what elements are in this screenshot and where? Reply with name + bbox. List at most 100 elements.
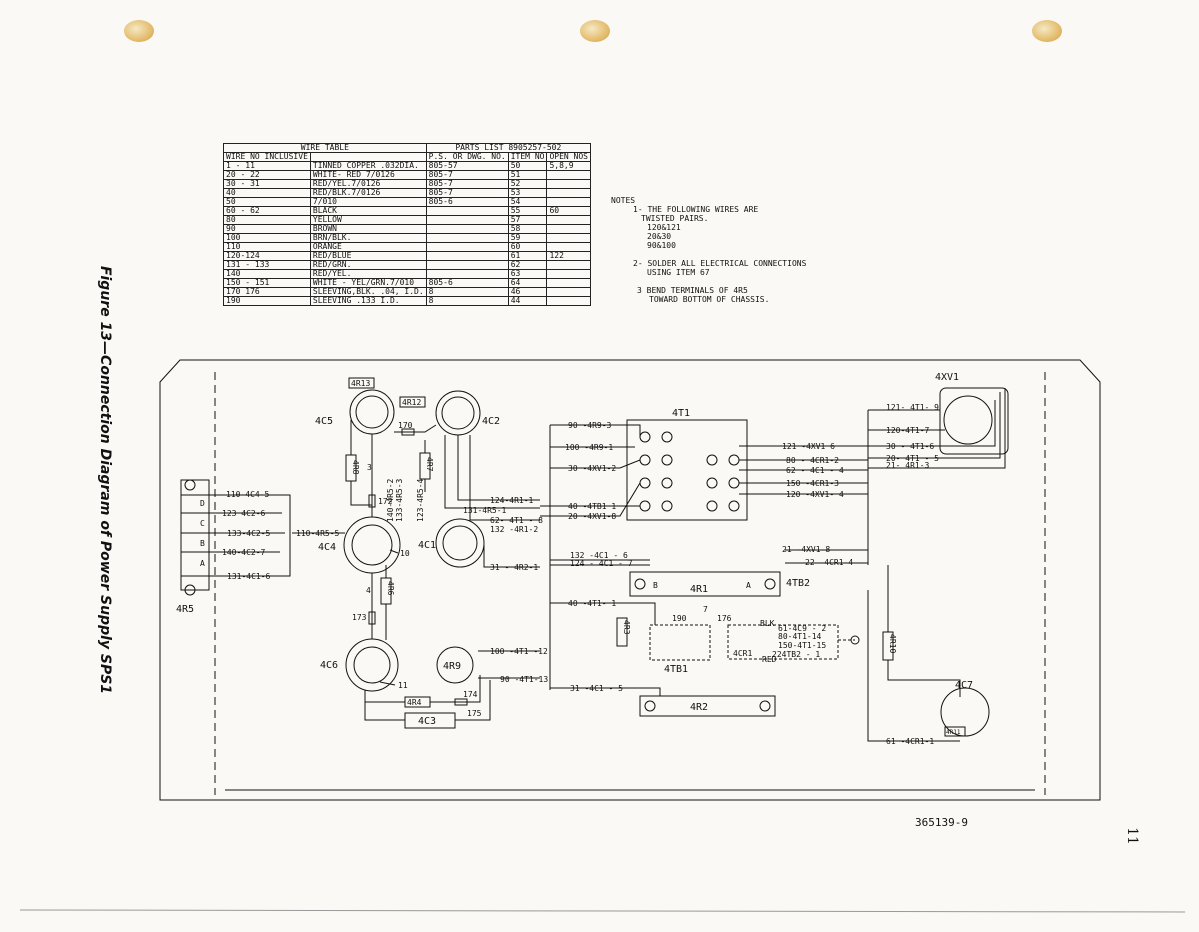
- wire-4R10: [887, 565, 961, 697]
- label-w5: 20 -4XV1-8: [568, 512, 616, 521]
- 4R2-mount-left: [644, 700, 656, 712]
- 4R5-term-B: B: [200, 539, 205, 548]
- label-w16: 110-4C4-5: [226, 490, 270, 499]
- 4R5-strip: [180, 479, 210, 591]
- note-1-pair: 20&30: [647, 232, 672, 241]
- 4R1-term-B: B: [653, 581, 658, 590]
- label-170: 170: [398, 421, 413, 430]
- wire-170: [394, 424, 437, 433]
- label-w39: 224TB2 - 1: [772, 650, 820, 659]
- 4CR1-label: 4CR1: [733, 649, 752, 658]
- label-w7: 80 - 4CR1-2: [786, 456, 839, 465]
- label-w13: 30 - 4T1-6: [886, 442, 934, 451]
- label-blk: BLK: [760, 619, 775, 628]
- 4R5-label: 4R5: [176, 604, 194, 615]
- 4R6-label: 4R6: [386, 581, 395, 596]
- label-w24: 62- 4T1 - 8: [490, 516, 543, 525]
- wire-90: [550, 424, 641, 437]
- notes-title: NOTES: [611, 196, 636, 205]
- label-w40: 140-4R5-2: [386, 478, 395, 522]
- 4R9-pot: [436, 646, 474, 684]
- bus-left: [270, 495, 291, 577]
- page-bottom-edge: [19, 909, 1186, 913]
- label-w18: 133-4C2-5: [227, 529, 271, 538]
- label-w28: 124 - 4C1 - 7: [570, 559, 633, 568]
- label-w19: 140-4C2-7: [222, 548, 266, 557]
- label-190: 190: [672, 614, 687, 623]
- label-w15: 21- 4R1-3: [886, 461, 930, 470]
- 4R5-term-C: C: [200, 519, 205, 528]
- label-w33: 90 -4T1-13: [500, 675, 548, 684]
- 4R3-label: 4R3: [622, 620, 631, 635]
- page-number: 11: [1122, 826, 1142, 846]
- label-175: 175: [467, 709, 482, 718]
- label-w26: 31 - 4R2-1: [490, 563, 538, 572]
- note-2b: USING ITEM 67: [647, 268, 710, 277]
- 4C7-label: 4C7: [955, 680, 973, 691]
- label-w29: 21 -4XV1-8: [782, 545, 830, 554]
- label-w1: 90 -4R9-3: [568, 421, 612, 430]
- note-1b: TWISTED PAIRS.: [641, 214, 709, 223]
- wire-31-4C1-5: [550, 687, 661, 696]
- label-w31: 40 -4T1- 1: [568, 599, 616, 608]
- 4C4-label: 4C4: [318, 542, 336, 553]
- 4R1-term-A: A: [746, 581, 751, 590]
- 4R2-label: 4R2: [690, 702, 708, 713]
- 4R7-label: 4R7: [425, 457, 434, 472]
- 4R12-label: 4R12: [402, 398, 421, 407]
- label-173: 173: [352, 613, 367, 622]
- page-number-text: 11: [1124, 827, 1140, 845]
- 4XV1-socket: [943, 395, 993, 445]
- label-174: 174: [463, 690, 478, 699]
- 4CR1-diode-bridge: [727, 624, 839, 660]
- label-w35: 61 -4CR1-1: [886, 737, 934, 746]
- 4C3-capacitor: [404, 712, 456, 729]
- wire-20: [540, 482, 641, 517]
- 4TB1-label: 4TB1: [664, 664, 688, 675]
- label-w3: 30 -4XV1-2: [568, 464, 616, 473]
- 4XV1-wires: [868, 388, 1006, 469]
- note-2: 2- SOLDER ALL ELECTRICAL CONNECTIONS: [633, 259, 807, 268]
- label-w11: 121- 4T1- 9: [886, 403, 939, 412]
- label-w4: 40 -4TB1 1: [568, 502, 616, 511]
- 4C1-label: 4C1: [418, 540, 436, 551]
- wire-bus-4C1: [444, 435, 540, 521]
- 4TB2-label: 4TB2: [786, 578, 810, 589]
- wire-40-4T1-1: [550, 602, 656, 625]
- label-w12: 120-4T1-7: [886, 426, 930, 435]
- 4R8-label: 4R8: [351, 460, 360, 475]
- doc-number: 365139-9: [915, 816, 968, 829]
- notes: NOTES 1- THE FOLLOWING WIRES ARE TWISTED…: [611, 196, 806, 304]
- 4CR1-connector: [850, 635, 860, 645]
- label-3: 3: [367, 463, 372, 472]
- label-w25: 132 -4R1-2: [490, 525, 538, 534]
- 4R5-term-D: D: [200, 499, 205, 508]
- 4R13-label: 4R13: [351, 379, 370, 388]
- label-w30: 22 -4CR1-4: [805, 558, 853, 567]
- label-w9: 150 -4CR1-3: [786, 479, 839, 488]
- 4XV1-label: 4XV1: [935, 372, 959, 383]
- 4R11-label: 4R11: [946, 729, 961, 736]
- binder-hole-right: [1032, 20, 1062, 42]
- 4R5-mount-bottom: [184, 584, 196, 596]
- 4C2-label: 4C2: [482, 416, 500, 427]
- 4C5-capacitor: [349, 389, 395, 435]
- note-1-pair: 120&121: [647, 223, 681, 232]
- label-w38: 150-4T1-15: [778, 641, 826, 650]
- wire-4C3: [364, 680, 491, 721]
- label-10: 10: [400, 549, 410, 558]
- 4R1-mount-right: [764, 578, 776, 590]
- wire-30: [550, 459, 641, 469]
- label-w34: 31 -4C1 - 5: [570, 684, 623, 693]
- wire-table-cell-wire: 190: [223, 296, 311, 306]
- label-w41: 133-4R5-3: [395, 478, 404, 522]
- label-w8: 62 - 4C1 - 4: [786, 466, 844, 475]
- binder-hole-center: [580, 20, 610, 42]
- 4R4-resistor: [404, 696, 431, 708]
- label-w10: 120 -4XV1- 4: [786, 490, 844, 499]
- label-w37: 80-4T1-14: [778, 632, 822, 641]
- chassis-outline: [159, 359, 1101, 801]
- label-7: 7: [703, 605, 708, 614]
